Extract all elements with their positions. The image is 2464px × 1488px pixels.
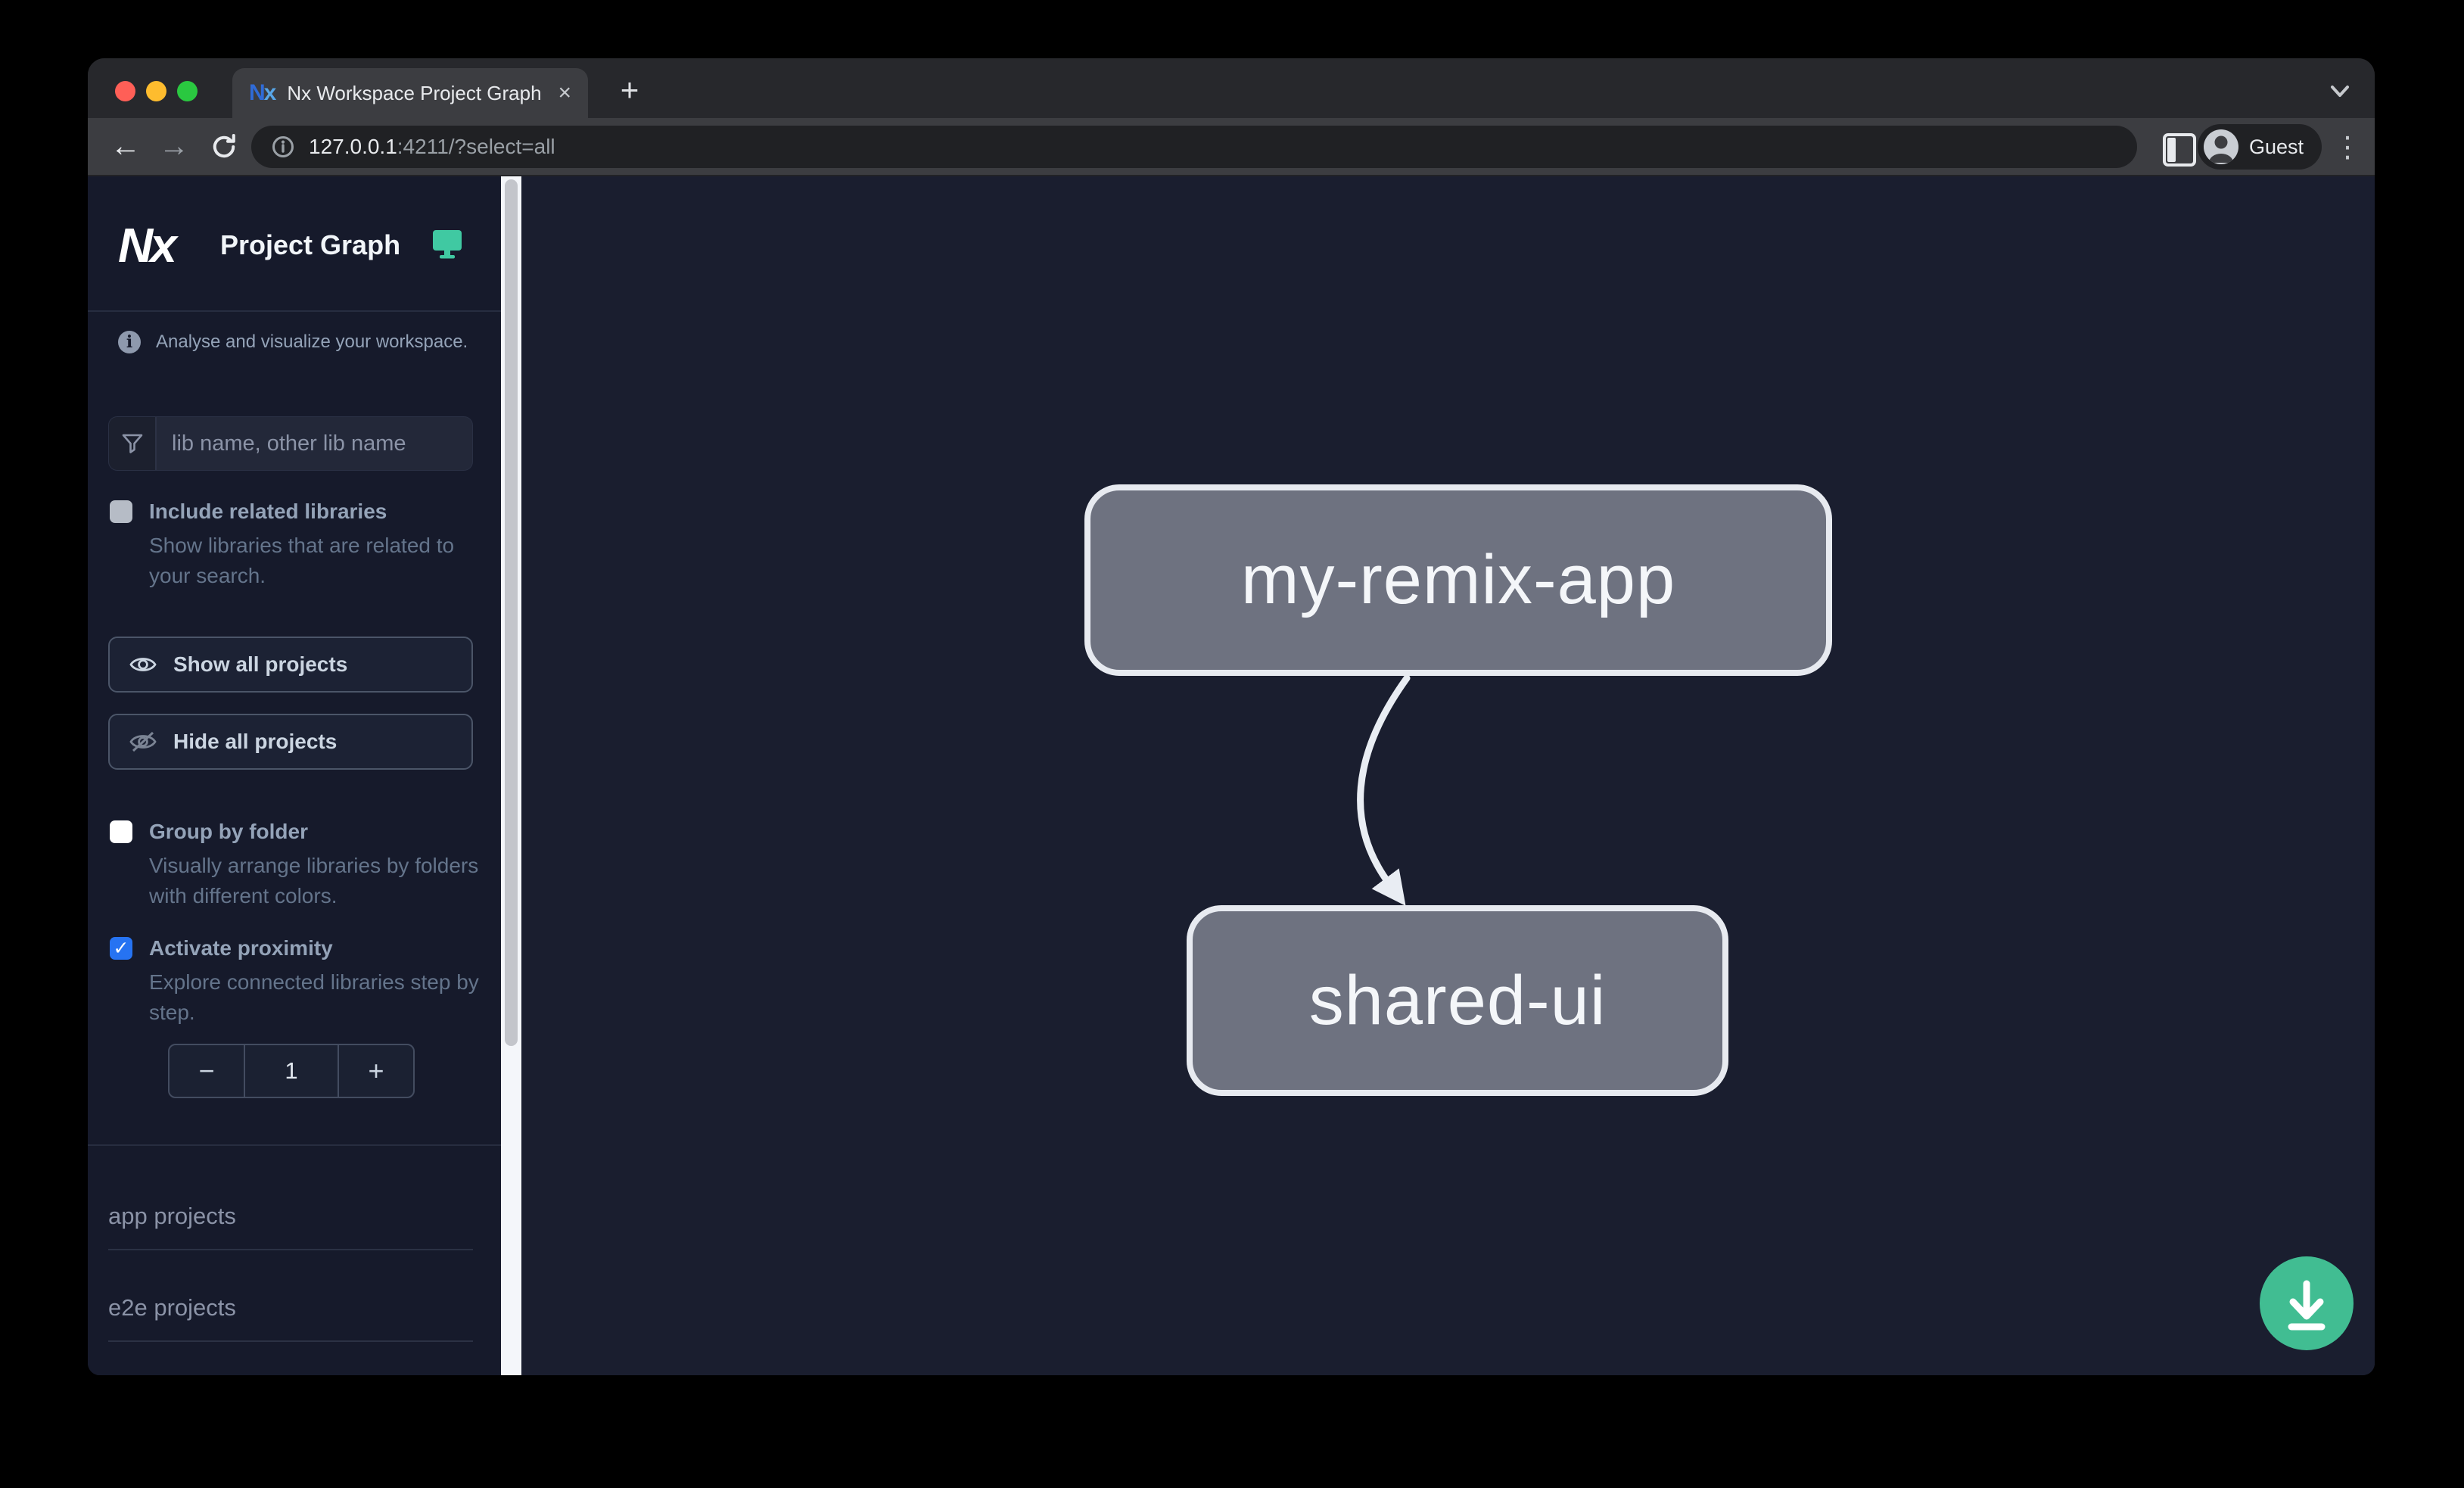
tagline-text: Analyse and visualize your workspace. — [156, 332, 468, 352]
profile-button[interactable]: Guest — [2198, 124, 2322, 170]
nx-favicon-icon: Nx — [249, 80, 276, 105]
minimize-window-button[interactable] — [146, 81, 166, 101]
browser-toolbar: ← → 127.0.0.1:4211/?select=all — [88, 118, 2375, 176]
decrease-depth-button[interactable]: − — [198, 1055, 215, 1086]
browser-menu-button[interactable]: ⋮ — [2333, 131, 2362, 163]
tab-close-icon[interactable]: × — [558, 80, 571, 105]
tab-strip: Nx Nx Workspace Project Graph × + — [88, 58, 2375, 118]
tagline-row: i Analyse and visualize your workspace. — [118, 331, 468, 353]
section-underline — [108, 1340, 473, 1342]
sidebar: Nx Project Graph i Analyse and visualize… — [88, 176, 501, 1375]
filter-input[interactable] — [157, 417, 472, 470]
header-divider — [88, 310, 501, 312]
url-text: 127.0.0.1:4211/?select=all — [309, 135, 555, 158]
download-graph-button[interactable] — [2260, 1256, 2354, 1350]
proximity-depth-stepper: − 1 + — [168, 1044, 415, 1098]
page-title: Project Graph — [220, 229, 401, 260]
section-underline — [108, 1249, 473, 1250]
download-icon — [2288, 1280, 2326, 1331]
node-label: my-remix-app — [1240, 541, 1676, 618]
increase-depth-button[interactable]: + — [368, 1055, 384, 1086]
new-tab-button[interactable]: + — [620, 72, 639, 107]
sidebar-scrollbar-thumb[interactable] — [505, 179, 518, 1046]
zoom-window-button[interactable] — [177, 81, 198, 101]
group-by-folder-checkbox[interactable]: ✓ — [110, 820, 132, 843]
activate-proximity-label: Activate proximity — [149, 936, 333, 960]
show-all-projects-label: Show all projects — [173, 652, 348, 676]
hide-all-projects-label: Hide all projects — [173, 730, 338, 753]
tab-title: Nx Workspace Project Graph — [287, 81, 542, 104]
eye-off-icon — [129, 731, 157, 752]
node-label: shared-ui — [1308, 961, 1607, 1039]
page-content: Nx Project Graph i Analyse and visualize… — [88, 176, 2375, 1375]
dependency-edge — [1357, 674, 1411, 906]
browser-tab[interactable]: Nx Nx Workspace Project Graph × — [232, 68, 588, 118]
monitor-icon — [433, 230, 462, 259]
activate-proximity-checkbox[interactable]: ✓ — [110, 937, 132, 960]
project-graph-canvas[interactable]: my-remix-app shared-ui — [521, 176, 2375, 1375]
eye-icon — [129, 658, 157, 671]
side-panel-icon[interactable] — [2163, 133, 2196, 167]
include-related-description: Show libraries that are related to your … — [149, 534, 455, 587]
hide-all-projects-button[interactable]: Hide all projects — [108, 714, 473, 770]
forward-button[interactable]: → — [159, 129, 189, 163]
include-related-label: Include related libraries — [149, 500, 387, 523]
section-heading-app-projects: app projects — [108, 1203, 236, 1229]
close-window-button[interactable] — [115, 81, 135, 101]
include-related-checkbox[interactable]: ✓ — [110, 500, 132, 523]
tab-overflow-chevron-icon[interactable] — [2326, 79, 2354, 102]
address-bar[interactable]: 127.0.0.1:4211/?select=all — [251, 126, 2137, 168]
group-by-folder-label: Group by folder — [149, 820, 308, 843]
browser-window: Nx Nx Workspace Project Graph × + ← → — [88, 58, 2375, 1375]
funnel-icon — [109, 417, 157, 470]
group-by-folder-description: Visually arrange libraries by folders wi… — [149, 854, 479, 907]
avatar — [2204, 129, 2238, 164]
info-icon: i — [118, 331, 141, 353]
activate-proximity-description: Explore connected libraries step by step… — [149, 970, 479, 1024]
sidebar-scrollbar-track[interactable] — [501, 176, 521, 1375]
reload-button[interactable] — [203, 118, 245, 175]
depth-value[interactable]: 1 — [244, 1045, 339, 1097]
section-heading-e2e-projects: e2e projects — [108, 1294, 236, 1321]
graph-node-my-remix-app[interactable]: my-remix-app — [1084, 484, 1832, 676]
back-button[interactable]: ← — [110, 129, 141, 163]
graph-node-shared-ui[interactable]: shared-ui — [1187, 905, 1728, 1096]
site-info-icon[interactable] — [271, 135, 295, 159]
profile-label: Guest — [2249, 135, 2304, 158]
filter-field — [108, 416, 473, 471]
reload-icon — [213, 133, 235, 157]
show-all-projects-button[interactable]: Show all projects — [108, 637, 473, 693]
section-divider — [88, 1144, 501, 1146]
nx-logo: Nx — [118, 218, 177, 272]
checkmark-icon: ✓ — [113, 937, 129, 959]
